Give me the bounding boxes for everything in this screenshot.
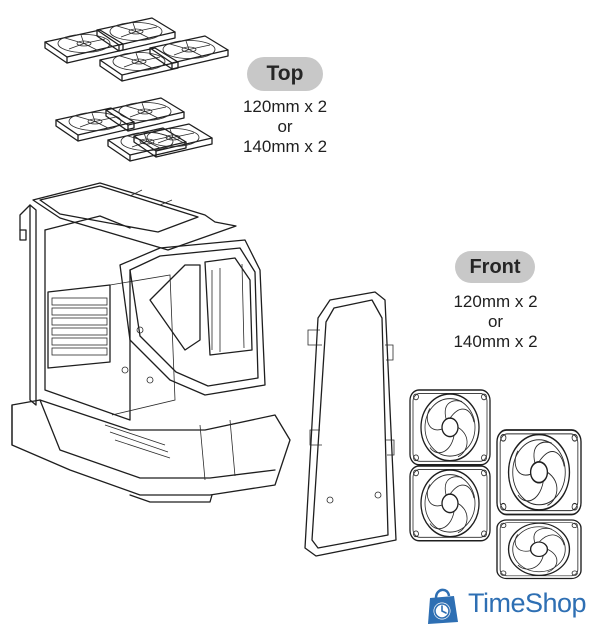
top-spec-line-2: or	[277, 117, 293, 136]
front-fan-spec: 120mm x 2 or 140mm x 2	[428, 292, 563, 352]
front-spec-line-3: 140mm x 2	[453, 332, 538, 351]
top-spec-line-3: 140mm x 2	[242, 137, 328, 156]
front-spec-line-2: or	[487, 312, 504, 331]
chassis-illustration	[11, 182, 291, 503]
top-fan-spec: 120mm x 2 or 140mm x 2	[220, 97, 350, 157]
watermark: TimeShop	[418, 582, 603, 628]
top-fans-120mm	[55, 97, 213, 162]
front-label-badge: Front	[455, 251, 535, 283]
top-spec-line-1: 120mm x 2	[242, 97, 328, 116]
shopping-bag-clock-icon	[428, 588, 458, 624]
watermark-text: TimeShop	[468, 588, 587, 618]
top-fans-140mm	[44, 17, 229, 82]
front-fans-140mm	[496, 429, 582, 580]
front-fans-120mm	[409, 389, 491, 542]
front-bracket	[304, 291, 397, 557]
front-spec-line-1: 120mm x 2	[453, 292, 538, 311]
top-label-badge: Top	[247, 57, 323, 91]
